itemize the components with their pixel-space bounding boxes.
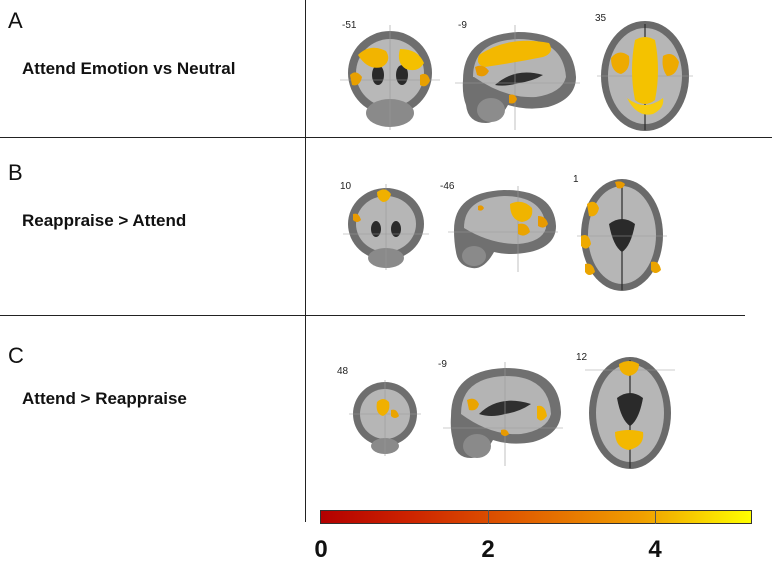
panel-c-letter: C <box>8 343 24 368</box>
panel-b-title: Reappraise > Attend <box>22 211 187 230</box>
divider-b-c <box>0 315 745 316</box>
panel-c-axial-brain <box>585 357 675 469</box>
colorbar-tick-4 <box>655 510 656 524</box>
panel-a-slice-1-label: -51 <box>342 20 357 31</box>
panel-b-sagittal-brain <box>448 186 558 272</box>
panel-c-sagittal-brain <box>443 362 563 466</box>
panel-a-sagittal-brain <box>455 25 580 130</box>
panel-b-slice-1-label: 10 <box>340 181 352 192</box>
panel-b-letter: B <box>8 160 23 185</box>
panel-b-coronal-brain <box>343 184 429 270</box>
panel-a-slice-3-label: 35 <box>595 13 607 24</box>
panel-c-slice-1-label: 48 <box>337 366 349 377</box>
colorbar-label-0: 0 <box>314 536 328 563</box>
panel-c-title: Attend > Reappraise <box>22 389 187 408</box>
colorbar-tick-2 <box>488 510 489 524</box>
panel-a-coronal-brain <box>340 25 440 130</box>
panel-b-slice-2-label: -46 <box>440 181 455 192</box>
panel-c-slice-3-label: 12 <box>576 352 588 363</box>
colorbar-label-2: 2 <box>481 536 495 563</box>
panel-a-slice-2-label: -9 <box>458 20 467 31</box>
panel-a-title: Attend Emotion vs Neutral <box>22 59 236 78</box>
colorbar <box>320 510 752 524</box>
panel-c-slice-2-label: -9 <box>438 359 447 370</box>
panel-a-letter: A <box>8 8 23 33</box>
divider-a-b <box>0 137 772 138</box>
panel-b-slice-3-label: 1 <box>573 174 579 185</box>
divider-vertical <box>305 0 306 522</box>
panel-c-coronal-brain <box>349 380 421 456</box>
panel-a-axial-brain <box>597 21 693 131</box>
colorbar-label-4: 4 <box>648 536 662 563</box>
panel-b-axial-brain <box>577 179 667 291</box>
